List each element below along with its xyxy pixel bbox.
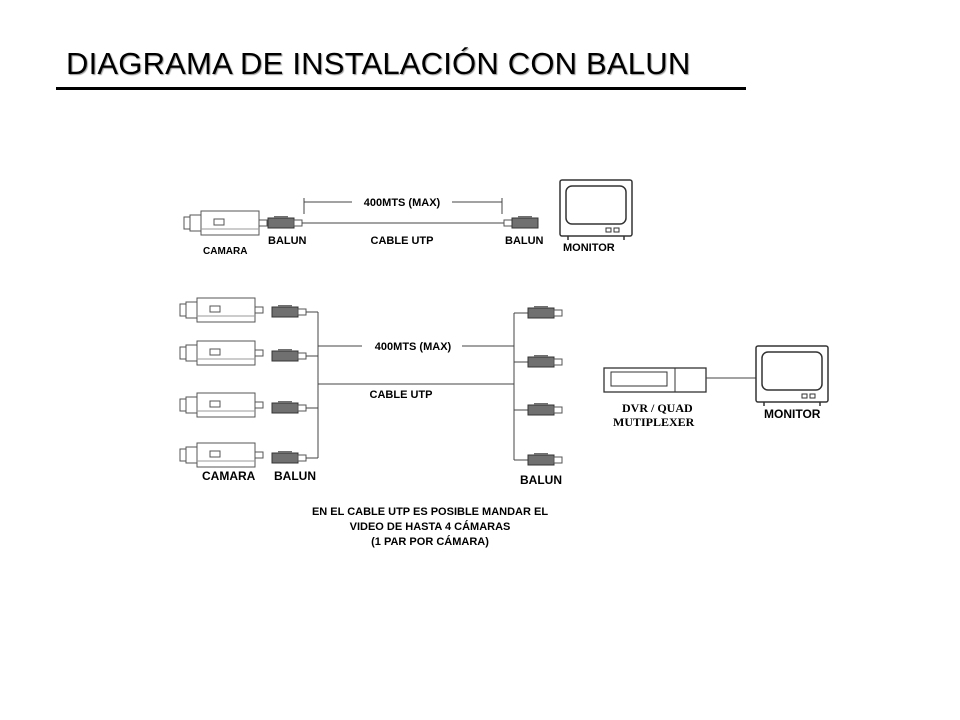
balun-icon [527,452,563,466]
note-line: (1 PAR POR CÁMARA) [371,535,489,548]
balun-icon [271,348,307,362]
distance-label: 400MTS (MAX) [375,341,452,353]
slide-title: DIAGRAMA DE INSTALACIÓN CON BALUN [66,46,691,81]
camera-icon [179,392,264,418]
bottom-diagram: CAMARA BALUN 400MTS (MAX) CABLE UTP BALU… [179,297,829,487]
balun-icon [527,402,563,416]
balun-icon [527,354,563,368]
camera-icon [183,210,268,236]
distance-label: 400MTS (MAX) [364,197,441,209]
balun-label: BALUN [520,473,562,487]
top-diagram: CAMARA BALUN 400MTS (MAX) CABLE UTP BALU… [183,179,633,257]
camera-label: CAMARA [202,469,256,483]
note-line: VIDEO DE HASTA 4 CÁMARAS [350,520,511,533]
note-line: EN EL CABLE UTP ES POSIBLE MANDAR EL [312,506,548,518]
camera-icon [179,340,264,366]
dvr-label: MUTIPLEXER [613,415,695,429]
balun-icon [271,450,307,464]
balun-icon [271,400,307,414]
balun-label: BALUN [505,235,544,247]
balun-icon [527,305,563,319]
balun-icon [267,215,303,229]
monitor-icon [559,179,633,241]
monitor-label: MONITOR [764,407,821,421]
camera-icon [179,442,264,468]
utp-note: EN EL CABLE UTP ES POSIBLE MANDAR EL VID… [312,506,548,548]
monitor-icon [755,345,829,407]
dvr-label: DVR / QUAD [622,401,693,415]
balun-icon [503,215,539,229]
balun-label: BALUN [268,235,307,247]
dvr-quad-multiplexer-icon [603,367,707,393]
title-underline [56,87,746,90]
camera-label: CAMARA [203,246,247,257]
camera-icon [179,297,264,323]
balun-label: BALUN [274,469,316,483]
cable-label: CABLE UTP [371,235,434,247]
balun-icon [271,304,307,318]
monitor-label: MONITOR [563,242,615,254]
cable-label: CABLE UTP [370,389,433,401]
